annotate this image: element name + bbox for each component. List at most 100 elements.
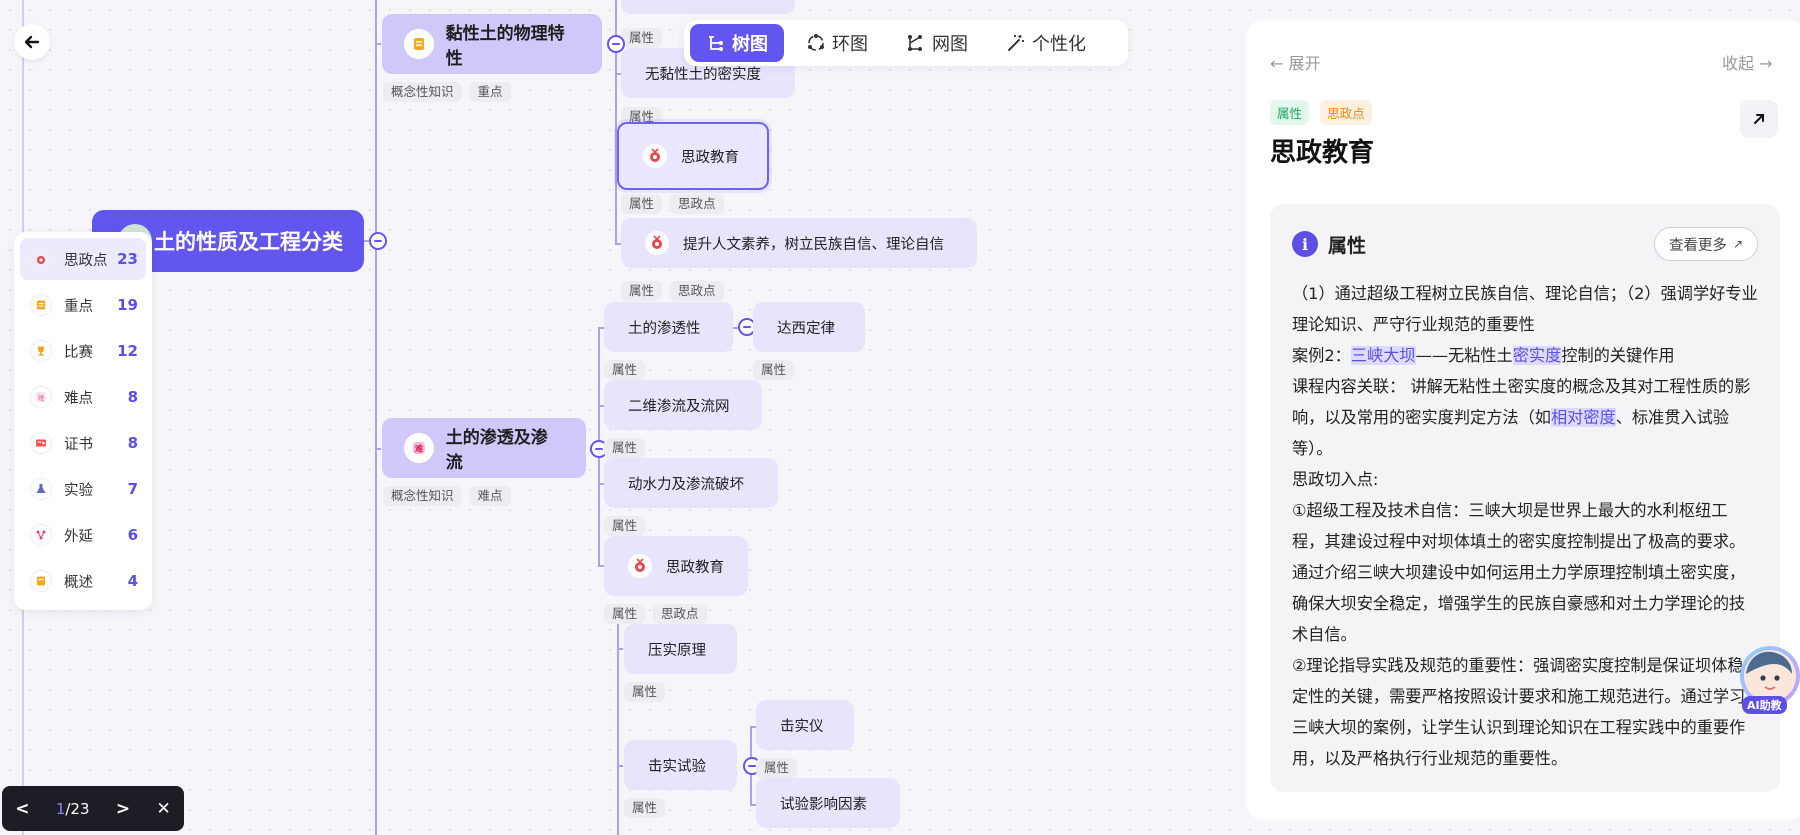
overview-icon xyxy=(30,570,52,592)
legend-item-overview[interactable]: 概述 4 xyxy=(20,560,146,602)
legend-item-certificate[interactable]: 证书 8 xyxy=(20,422,146,464)
legend-count: 4 xyxy=(127,572,138,590)
mindmap-node-cut[interactable] xyxy=(621,0,795,14)
node-tags: 概念性知识 难点 xyxy=(383,486,511,506)
highlight-link[interactable]: 相对密度 xyxy=(1551,408,1616,427)
text: 控制的关键作用 xyxy=(1561,346,1675,365)
collapse-button[interactable]: 收起 → xyxy=(1722,50,1773,74)
tag: 属性 xyxy=(753,360,795,380)
mindmap-node-darcy[interactable]: 达西定律 xyxy=(753,302,865,352)
network-icon xyxy=(908,35,922,51)
mindmap-node-compactor[interactable]: 击实仪 xyxy=(756,700,854,750)
node-label: 二维渗流及流网 xyxy=(628,398,730,415)
prev-button[interactable]: < xyxy=(15,798,30,819)
open-external-button[interactable] xyxy=(1740,100,1778,138)
page-total: /23 xyxy=(65,799,90,818)
mindmap-node-compaction-test[interactable]: 击实试验 xyxy=(624,740,737,790)
clay-children-line xyxy=(615,0,617,245)
tab-network-view[interactable]: 网图 xyxy=(890,24,984,62)
close-pager-button[interactable]: ✕ xyxy=(156,798,171,819)
attr-paragraph: （1）通过超级工程树立民族自信、理论自信；（2）强调学好专业理论知识、严守行业规… xyxy=(1292,284,1758,334)
mindmap-node-sizheng-2[interactable]: 思政教育 xyxy=(604,536,748,596)
text: 、标准贯入试验等）。 xyxy=(1292,408,1730,458)
branch-line xyxy=(615,73,621,75)
branch-line xyxy=(617,765,623,767)
tab-tree-view[interactable]: 树图 xyxy=(690,24,784,62)
mindmap-node-seepage[interactable]: 难 土的渗透及渗流 xyxy=(382,418,586,478)
ai-assistant-button[interactable]: AI助教 xyxy=(1736,640,1800,722)
legend-item-difficulty[interactable]: 难 难点 8 xyxy=(20,376,146,418)
tab-label: 环图 xyxy=(832,34,868,55)
tag: 属性 xyxy=(604,516,646,536)
legend-item-experiment[interactable]: 实验 7 xyxy=(20,468,146,510)
trophy-icon xyxy=(30,340,52,362)
medal-icon xyxy=(628,554,652,578)
mindmap-node-clay-props[interactable]: 黏性土的物理特性 xyxy=(382,14,602,74)
attr-paragraph-case: 案例2：三峡大坝——无粘性土密实度控制的关键作用 xyxy=(1292,340,1758,371)
node-label: 提升人文素养，树立民族自信、理论自信 xyxy=(683,236,944,253)
node-tags: 属性 思政点 xyxy=(621,194,724,214)
branch-line xyxy=(617,648,623,650)
medal-icon xyxy=(643,144,667,168)
node-label: 黏性土的物理特性 xyxy=(445,24,565,69)
legend-label: 难点 xyxy=(64,390,93,407)
next-button[interactable]: > xyxy=(115,798,131,819)
legend-label: 证书 xyxy=(64,436,93,453)
legend-count: 19 xyxy=(117,296,138,314)
tab-label: 树图 xyxy=(732,34,768,55)
mindmap-node-humanities[interactable]: 提升人文素养，树立民族自信、理论自信 xyxy=(621,218,977,268)
flask-icon xyxy=(30,478,52,500)
mindmap-node-permeability[interactable]: 土的渗透性 xyxy=(604,302,733,352)
tab-label: 个性化 xyxy=(1032,34,1086,55)
legend-item-keypoint[interactable]: 重点 19 xyxy=(20,284,146,326)
arrow-right-icon: → xyxy=(1759,54,1773,73)
legend-item-competition[interactable]: 比赛 12 xyxy=(20,330,146,372)
tag: 属性 xyxy=(621,28,663,48)
tab-personalize[interactable]: 个性化 xyxy=(990,24,1102,62)
mindmap-node-factors[interactable]: 试验影响因素 xyxy=(756,778,900,828)
clay-connector xyxy=(375,43,381,45)
expand-button[interactable]: ← 展开 xyxy=(1270,50,1321,74)
svg-text:难: 难 xyxy=(38,393,45,402)
tag: 难点 xyxy=(469,486,511,506)
tab-ring-view[interactable]: 环图 xyxy=(790,24,884,62)
tag: 属性 xyxy=(624,798,666,818)
collapse-root-button[interactable] xyxy=(369,232,387,250)
ai-assistant-label: AI助教 xyxy=(1742,696,1787,714)
node-tags: 属性 xyxy=(604,360,646,380)
tag: 思政点 xyxy=(670,281,724,301)
collapse-clay-button[interactable] xyxy=(607,35,625,53)
expand-label: 展开 xyxy=(1288,54,1321,73)
chip-sizheng: 思政点 xyxy=(1320,100,1372,125)
medal-icon xyxy=(645,231,669,255)
node-label: 思政教育 xyxy=(681,149,739,166)
tag: 重点 xyxy=(469,82,511,102)
mindmap-node-flownet[interactable]: 二维渗流及流网 xyxy=(604,380,762,430)
tag: 属性 xyxy=(604,360,646,380)
node-label: 试验影响因素 xyxy=(780,796,867,813)
branch-line xyxy=(598,327,604,329)
branch-line xyxy=(750,726,756,728)
highlight-link[interactable]: 三峡大坝 xyxy=(1350,346,1416,365)
node-label: 动水力及渗流破坏 xyxy=(628,476,744,493)
legend-count: 23 xyxy=(117,250,138,268)
magic-wand-icon xyxy=(1008,35,1024,51)
legend-item-sizheng[interactable]: 思政点 23 xyxy=(20,238,146,280)
text: 课程内容关联： 讲解无粘性土密实度的概念及其对工程性质的影响，以及常用的密实度判… xyxy=(1292,377,1751,427)
chip-attribute: 属性 xyxy=(1270,100,1310,125)
mindmap-node-compaction[interactable]: 压实原理 xyxy=(624,624,737,674)
legend-label: 外延 xyxy=(64,528,93,545)
branch-line xyxy=(750,804,756,806)
legend-item-extension[interactable]: 外延 6 xyxy=(20,514,146,556)
mindmap-node-dynamic[interactable]: 动水力及渗流破坏 xyxy=(604,458,778,508)
mindmap-node-sizheng-selected[interactable]: 思政教育 xyxy=(617,122,769,190)
legend-count: 6 xyxy=(127,526,138,544)
node-tags: 属性 思政点 xyxy=(621,281,724,301)
node-label: 击实仪 xyxy=(780,718,824,735)
back-button[interactable] xyxy=(14,24,50,60)
view-more-button[interactable]: 查看更多 ↗ xyxy=(1653,227,1758,261)
attribute-card: i 属性 查看更多 ↗ （1）通过超级工程树立民族自信、理论自信；（2）强调学好… xyxy=(1270,204,1780,792)
attr-paragraph-relation: 课程内容关联： 讲解无粘性土密实度的概念及其对工程性质的影响，以及常用的密实度判… xyxy=(1292,371,1758,464)
highlight-link[interactable]: 密实度 xyxy=(1512,346,1562,365)
text: 案例2： xyxy=(1292,346,1351,365)
